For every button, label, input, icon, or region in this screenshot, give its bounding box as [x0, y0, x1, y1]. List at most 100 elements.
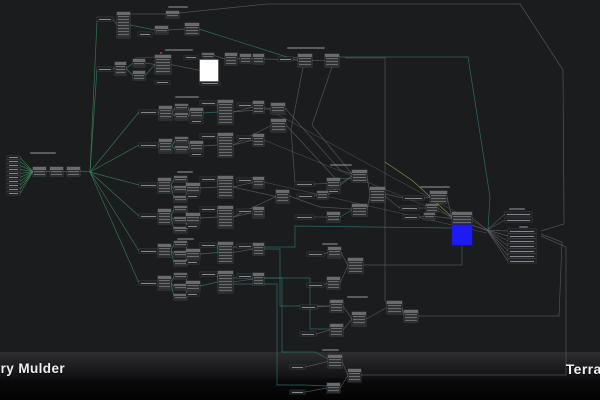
graph-node[interactable] [218, 100, 233, 124]
graph-label-node[interactable] [508, 234, 536, 238]
graph-node[interactable] [155, 55, 171, 74]
graph-node[interactable] [327, 277, 340, 289]
graph-label-node[interactable] [505, 212, 532, 216]
graph-label-node[interactable] [7, 176, 20, 179]
graph-node[interactable] [387, 301, 402, 314]
graph-node[interactable] [240, 54, 251, 63]
graph-node-small[interactable] [175, 104, 188, 111]
graph-node[interactable] [253, 134, 264, 146]
graph-node-small[interactable] [175, 146, 188, 153]
graph-node[interactable] [133, 59, 145, 67]
graph-node[interactable] [218, 271, 233, 293]
graph-label-node[interactable] [139, 281, 158, 285]
graph-node[interactable] [348, 258, 363, 273]
graph-node[interactable] [325, 54, 339, 67]
graph-node[interactable] [117, 12, 130, 38]
graph-node[interactable] [158, 209, 171, 224]
graph-node[interactable] [186, 281, 200, 291]
graph-label-node[interactable] [200, 101, 217, 105]
graph-label-node[interactable] [278, 57, 293, 61]
graph-node-small[interactable] [174, 273, 187, 279]
graph-node-small[interactable] [174, 217, 187, 223]
graph-node[interactable] [253, 177, 264, 188]
graph-node[interactable] [253, 54, 264, 64]
graph-node[interactable] [218, 242, 233, 263]
graph-node[interactable] [328, 355, 342, 368]
graph-label-node[interactable] [200, 82, 220, 85]
graph-node[interactable] [218, 133, 233, 157]
graph-label-node[interactable] [7, 164, 20, 167]
graph-label-node[interactable] [307, 252, 324, 256]
graph-node[interactable] [330, 300, 343, 312]
graph-node[interactable] [253, 243, 264, 255]
graph-label-node[interactable] [186, 261, 199, 264]
graph-node[interactable] [185, 23, 199, 35]
graph-label-node[interactable] [7, 160, 20, 163]
graph-node[interactable] [190, 108, 203, 118]
graph-node[interactable] [218, 206, 233, 228]
graph-node[interactable] [158, 276, 171, 290]
graph-node[interactable] [253, 101, 264, 113]
graph-node[interactable] [298, 54, 312, 67]
graph-node[interactable] [186, 213, 200, 223]
graph-label-node[interactable] [186, 195, 199, 198]
graph-node-small[interactable] [175, 113, 188, 120]
graph-node[interactable] [159, 139, 172, 153]
graph-label-node[interactable] [403, 215, 419, 219]
graph-label-node[interactable] [508, 239, 536, 243]
graph-node[interactable] [158, 244, 171, 257]
graph-node[interactable] [452, 212, 472, 225]
graph-label-node[interactable] [237, 178, 253, 182]
graph-label-node[interactable] [155, 81, 170, 84]
graph-node-small[interactable] [174, 227, 187, 233]
graph-node[interactable] [253, 207, 264, 218]
graph-label-node[interactable] [290, 365, 305, 369]
graph-node[interactable] [115, 62, 126, 75]
graph-label-node[interactable] [7, 168, 20, 171]
graph-node[interactable] [327, 178, 340, 189]
graph-node[interactable] [190, 141, 203, 151]
graph-label-node[interactable] [290, 390, 305, 394]
graph-node[interactable] [159, 106, 172, 120]
graph-label-node[interactable] [7, 188, 20, 191]
graph-node-small[interactable] [175, 137, 188, 144]
graph-label-node[interactable] [400, 206, 419, 210]
graph-label-node[interactable] [295, 215, 314, 219]
graph-label-node[interactable] [505, 218, 532, 222]
graph-label-node[interactable] [508, 244, 536, 248]
graph-label-node[interactable] [190, 153, 203, 156]
graph-label-node[interactable] [327, 190, 340, 193]
graph-label-node[interactable] [139, 249, 158, 253]
graph-node-small[interactable] [426, 204, 438, 212]
graph-label-node[interactable] [7, 172, 20, 175]
graph-label-node[interactable] [200, 272, 217, 276]
graph-node[interactable] [330, 324, 343, 336]
graph-node[interactable] [133, 71, 145, 80]
graph-label-node[interactable] [97, 67, 113, 71]
graph-node[interactable] [253, 273, 264, 285]
graph-label-node[interactable] [403, 196, 424, 200]
graph-node[interactable] [225, 53, 237, 65]
graph-label-node[interactable] [200, 134, 217, 138]
graph-node[interactable] [271, 103, 285, 114]
graph-label-node[interactable] [139, 143, 158, 147]
graph-label-node[interactable] [297, 194, 314, 198]
graph-label-node[interactable] [237, 209, 253, 213]
graph-label-node[interactable] [184, 56, 198, 59]
graph-node[interactable] [186, 249, 200, 259]
graph-label-node[interactable] [508, 229, 536, 233]
graph-label-node[interactable] [200, 177, 217, 181]
graph-node-small[interactable] [174, 241, 187, 247]
graph-node[interactable] [155, 26, 168, 34]
graph-node[interactable] [430, 191, 447, 203]
graph-node-small[interactable] [424, 213, 435, 220]
graph-label-node[interactable] [7, 156, 20, 159]
graph-label-node[interactable] [7, 184, 20, 187]
graph-node[interactable] [327, 212, 340, 222]
graph-label-node[interactable] [7, 192, 20, 195]
graph-label-node[interactable] [237, 103, 253, 107]
graph-node[interactable] [328, 247, 341, 258]
graph-node[interactable] [186, 183, 200, 193]
graph-node-small[interactable] [317, 191, 328, 199]
graph-node[interactable] [352, 312, 366, 326]
